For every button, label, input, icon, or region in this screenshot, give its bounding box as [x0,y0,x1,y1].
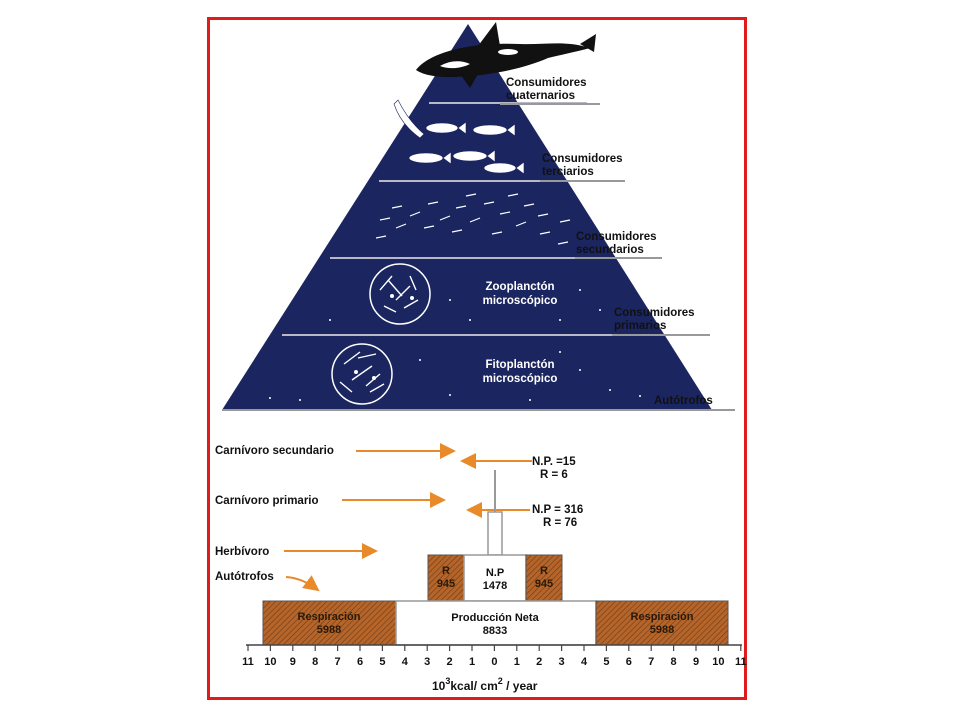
x-axis-tick-label: 9 [290,656,296,668]
arrow-autotrofos [285,575,320,592]
level-label-terciarios-1: Consumidores [542,153,623,165]
x-axis-tick-label: 4 [402,656,409,668]
plankton-particles [269,289,641,401]
energy-flow-diagram: Carnívoro secundario Carnívoro primario … [215,443,747,693]
fish-icons [393,99,525,175]
herbivore-r-right-label: R [540,565,548,577]
producer-resp-left-value: 5988 [317,624,341,636]
producer-resp-left-label: Respiración [298,611,361,623]
herbivore-r-left-label: R [442,565,450,577]
pyramid-body [222,24,712,410]
x-axis-tick-label: 1 [469,656,475,668]
level-label-cuaternarios-2: cuaternarios [506,90,575,102]
level-label-secundarios-2: secundarios [576,244,644,256]
flow-label-herbivoro: Herbívoro [215,546,269,558]
x-axis-tick-label: 6 [357,656,363,668]
level-label-terciarios-2: terciarios [542,166,594,178]
herbivore-np-label: N.P [486,567,504,579]
herbivore-respiration-left [427,554,465,602]
x-axis-tick-label: 5 [603,656,609,668]
x-axis-tick-label: 1 [514,656,520,668]
x-axis-tick-label: 6 [626,656,632,668]
x-axis-tick-label: 11 [242,656,254,668]
x-axis-tick-label: 11 [735,656,747,668]
level-label-autotrofos: Autótrofos [654,395,713,407]
outer-frame [207,17,747,700]
zooplankton-label-1: Zooplanctón [486,281,555,293]
level-label-primarios-2: primarios [614,320,666,332]
producer-resp-right-value: 5988 [650,624,674,636]
x-axis-tick-label: 9 [693,656,699,668]
x-axis-unit: 103kcal/ cm2 / year [432,676,538,693]
np-mid-line1: N.P = 316 [532,504,583,516]
x-axis-tick-label: 8 [312,656,318,668]
x-axis-tick-label: 7 [648,656,654,668]
flow-label-autotrofos: Autótrofos [215,571,274,583]
np-mid-line2: R = 76 [543,517,577,529]
phytoplankton-circle-icon [331,343,393,405]
phytoplankton-label-2: microscópico [483,373,558,385]
x-axis-tick-label: 10 [712,656,724,668]
np-top-line2: R = 6 [540,469,568,481]
trophic-pyramid: Zooplanctón microscópico Fitoplanctón mi… [222,22,735,411]
zooplankton-circle-icon [369,263,431,325]
x-axis-tick-label: 7 [335,656,341,668]
x-axis-tick-label: 3 [424,656,430,668]
fish-school-icon [375,193,571,245]
x-axis-tick-label: 5 [379,656,385,668]
flow-label-carnivoro-secundario: Carnívoro secundario [215,445,334,457]
primary-carnivore-bar [487,511,503,556]
herbivore-np-value: 1478 [483,580,507,592]
level-label-secundarios-1: Consumidores [576,231,657,243]
herbivore-r-right-value: 945 [535,578,553,590]
x-axis-tick-label: 2 [536,656,542,668]
zooplankton-label-2: microscópico [483,295,558,307]
x-axis-tick-label: 4 [581,656,588,668]
x-axis-tick-label: 3 [559,656,565,668]
producer-net-label: Producción Neta [451,612,539,624]
np-top-line1: N.P. =15 [532,456,576,468]
x-axis-tick-label: 0 [491,656,497,668]
herbivore-r-left-value: 945 [437,578,455,590]
orca-icon [416,22,596,88]
herbivore-respiration-right [525,554,563,602]
x-axis-tick-label: 2 [447,656,453,668]
flow-label-carnivoro-primario: Carnívoro primario [215,495,319,507]
herbivore-np-box [463,554,527,602]
level-label-primarios-1: Consumidores [614,307,695,319]
x-axis-tick-label: 10 [264,656,276,668]
producer-respiration-right [595,600,729,646]
x-axis-tick-label: 8 [671,656,677,668]
producer-net-value: 8833 [483,625,507,637]
producer-respiration-left [262,600,397,646]
producer-resp-right-label: Respiración [631,611,694,623]
phytoplankton-label-1: Fitoplanctón [486,359,555,371]
level-label-cuaternarios-1: Consumidores [506,77,587,89]
